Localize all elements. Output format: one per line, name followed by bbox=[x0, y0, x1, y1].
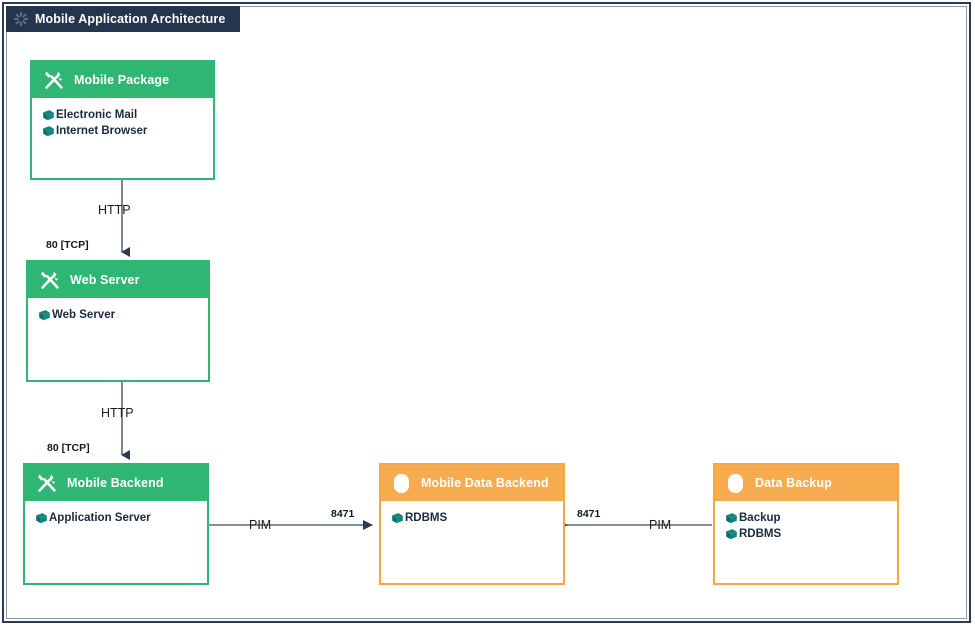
component-label: Web Server bbox=[52, 309, 116, 321]
tools-icon bbox=[42, 68, 66, 92]
component-item[interactable]: Application Server bbox=[35, 511, 207, 526]
node-mobile-package[interactable]: Mobile Package Electronic Mail bbox=[30, 60, 215, 180]
component-item[interactable]: Backup bbox=[725, 511, 897, 526]
database-icon bbox=[725, 471, 746, 496]
edge-label-protocol-3: PIM bbox=[249, 518, 272, 532]
node-body-mobile-data-backend: RDBMS bbox=[381, 501, 563, 526]
edge-label-protocol-2: HTTP bbox=[101, 406, 134, 420]
tools-icon bbox=[38, 268, 62, 292]
tools-icon bbox=[35, 471, 59, 495]
node-title-mobile-backend: Mobile Backend bbox=[67, 476, 164, 490]
edge-label-protocol-4: PIM bbox=[649, 518, 672, 532]
component-label: Application Server bbox=[49, 512, 151, 524]
node-title-data-backup: Data Backup bbox=[755, 476, 832, 490]
component-item[interactable]: Electronic Mail bbox=[42, 108, 213, 123]
canvas-border-inner bbox=[6, 6, 967, 619]
node-body-mobile-package: Electronic Mail Internet Browser bbox=[32, 98, 213, 139]
component-label: RDBMS bbox=[739, 528, 782, 540]
node-header-mobile-package: Mobile Package bbox=[32, 62, 213, 98]
node-mobile-data-backend[interactable]: Mobile Data Backend RDBMS bbox=[379, 463, 565, 585]
database-icon bbox=[391, 471, 412, 496]
node-title-web-server: Web Server bbox=[70, 273, 140, 287]
node-web-server[interactable]: Web Server Web Server bbox=[26, 260, 210, 382]
edge-label-protocol-1: HTTP bbox=[98, 203, 131, 217]
node-header-web-server: Web Server bbox=[28, 262, 208, 298]
node-mobile-backend[interactable]: Mobile Backend Application Server bbox=[23, 463, 209, 585]
edge-label-port-2: 80 [TCP] bbox=[47, 442, 90, 454]
window-title: Mobile Application Architecture bbox=[35, 12, 226, 26]
gear-sprocket-icon bbox=[14, 12, 28, 26]
component-cube-icon bbox=[725, 528, 738, 541]
component-label: Electronic Mail bbox=[56, 109, 138, 121]
component-item[interactable]: RDBMS bbox=[725, 527, 897, 542]
component-cube-icon bbox=[725, 512, 738, 525]
node-title-mobile-data-backend: Mobile Data Backend bbox=[421, 476, 549, 490]
node-body-mobile-backend: Application Server bbox=[25, 501, 207, 526]
component-item[interactable]: Web Server bbox=[38, 308, 208, 323]
component-cube-icon bbox=[38, 309, 51, 322]
component-label: Internet Browser bbox=[56, 125, 148, 137]
window-title-bar[interactable]: Mobile Application Architecture bbox=[6, 6, 240, 32]
node-header-mobile-backend: Mobile Backend bbox=[25, 465, 207, 501]
node-data-backup[interactable]: Data Backup Backup bbox=[713, 463, 899, 585]
component-item[interactable]: RDBMS bbox=[391, 511, 563, 526]
node-title-mobile-package: Mobile Package bbox=[74, 73, 170, 87]
component-label: Backup bbox=[739, 512, 781, 524]
component-label: RDBMS bbox=[405, 512, 448, 524]
edge-label-port-3: 8471 bbox=[331, 508, 355, 520]
component-cube-icon bbox=[42, 125, 55, 138]
component-cube-icon bbox=[391, 512, 404, 525]
node-header-mobile-data-backend: Mobile Data Backend bbox=[381, 465, 563, 501]
edge-label-port-4: 8471 bbox=[577, 508, 601, 520]
component-cube-icon bbox=[35, 512, 48, 525]
component-cube-icon bbox=[42, 109, 55, 122]
edge-label-port-1: 80 [TCP] bbox=[46, 239, 89, 251]
component-item[interactable]: Internet Browser bbox=[42, 124, 213, 139]
node-body-data-backup: Backup RDBMS bbox=[715, 501, 897, 542]
node-body-web-server: Web Server bbox=[28, 298, 208, 323]
node-header-data-backup: Data Backup bbox=[715, 465, 897, 501]
